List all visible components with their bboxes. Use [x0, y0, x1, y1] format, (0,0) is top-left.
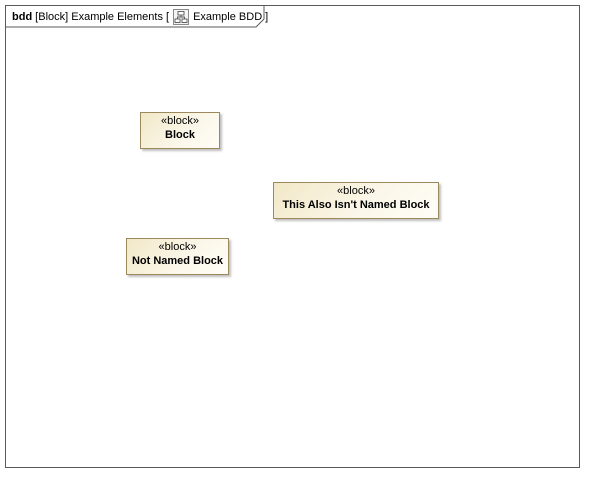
class-diagram-icon-glyph: [174, 11, 188, 23]
diagram-name[interactable]: Example BDD: [193, 11, 263, 23]
diagram-frame: bdd [Block] Example Elements [ Example B…: [5, 5, 580, 468]
frame-header: bdd [Block] Example Elements [ Example B…: [6, 6, 268, 28]
block-stereotype: «block»: [161, 115, 199, 127]
diagram-context: [Block] Example Elements [: [35, 11, 170, 23]
class-diagram-icon[interactable]: [173, 9, 190, 25]
block-name: Not Named Block: [131, 255, 224, 267]
frame-tab-outline: [6, 6, 265, 28]
diagram-kind: bdd: [12, 11, 33, 23]
block-name: This Also Isn't Named Block: [282, 199, 430, 211]
diagram-close-bracket: ]: [265, 11, 269, 23]
block-element[interactable]: «block» Block: [140, 112, 220, 149]
block-stereotype: «block»: [158, 241, 197, 253]
frame-title: bdd [Block] Example Elements [ Example B…: [12, 9, 268, 25]
block-name: Block: [165, 129, 195, 141]
block-stereotype: «block»: [337, 185, 375, 197]
this-also-isnt-named-block[interactable]: «block» This Also Isn't Named Block: [273, 182, 439, 219]
not-named-block[interactable]: «block» Not Named Block: [126, 238, 229, 275]
